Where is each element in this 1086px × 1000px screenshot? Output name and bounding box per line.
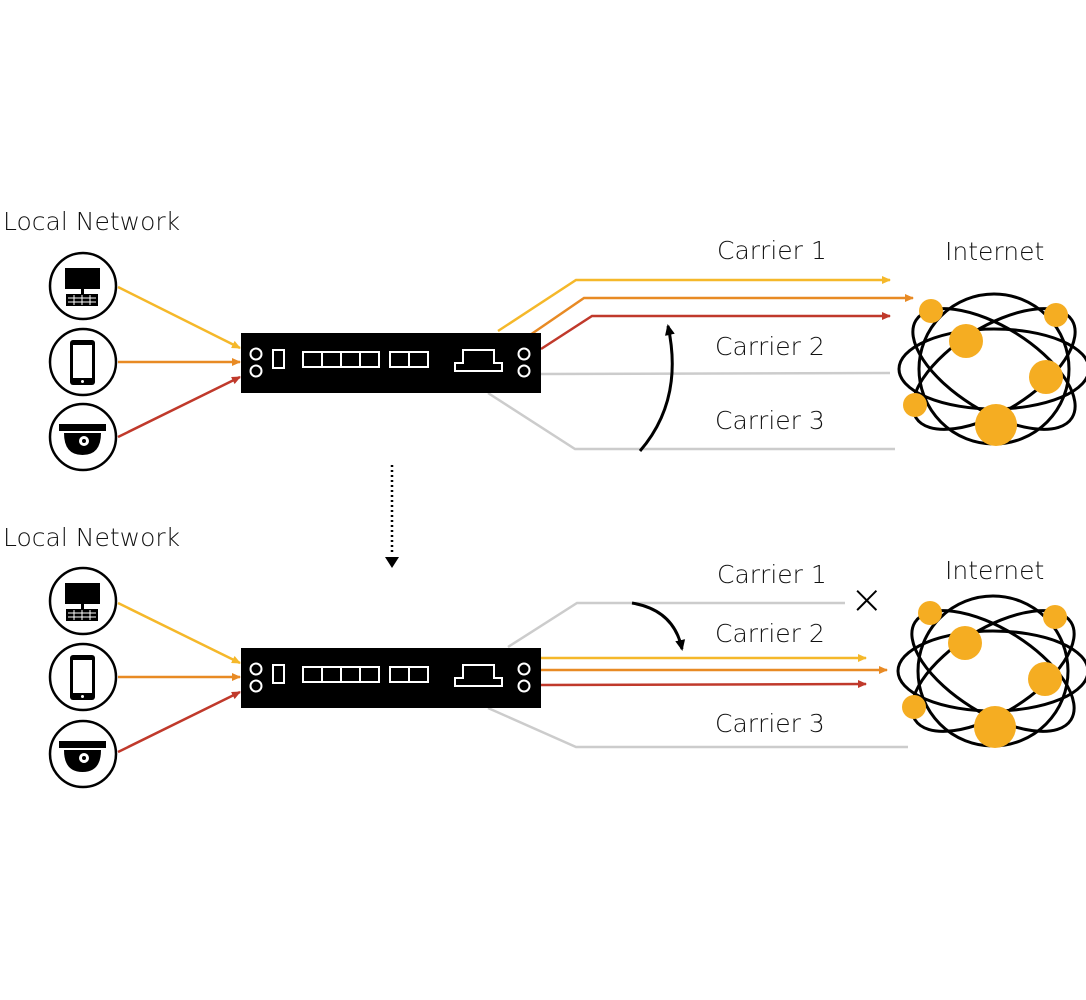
top-local-network-label: Local Network [3, 207, 180, 236]
bottom-computer-icon [48, 566, 118, 636]
top-carrier1-red-path [540, 312, 891, 351]
top-carrier3-line [487, 391, 895, 451]
bottom-input-arrow-camera [117, 690, 241, 754]
bottom-carrier2-red-path [540, 680, 867, 689]
bottom-local-network-label: Local Network [3, 523, 180, 552]
top-input-arrow-computer [117, 285, 241, 350]
bottom-input-arrow-computer [117, 601, 241, 665]
top-carrier3-label: Carrier 3 [715, 406, 825, 435]
bottom-internet-label: Internet [945, 556, 1044, 585]
bottom-switch-arrow [631, 601, 686, 651]
top-carrier2-label: Carrier 2 [715, 332, 825, 361]
bottom-router [240, 647, 542, 709]
bottom-carrier2-label: Carrier 2 [715, 619, 825, 648]
bottom-carrier1-line [507, 601, 845, 649]
top-internet-label: Internet [945, 237, 1044, 266]
bottom-phone-icon [48, 642, 118, 712]
top-internet-globe-icon [892, 283, 1086, 455]
top-carrier1-label: Carrier 1 [717, 236, 827, 265]
bottom-carrier3-line [487, 706, 908, 749]
bottom-section: Local Network Internet Carrier 1 Carrier… [3, 523, 1086, 789]
bottom-carrier1-fail-icon: × [850, 577, 884, 623]
top-camera-icon [48, 402, 118, 472]
top-carrier1-yellow-path [497, 276, 891, 333]
top-computer-icon [48, 251, 118, 321]
top-carrier2-line [540, 371, 891, 376]
top-router [240, 332, 542, 394]
top-switch-arrow [638, 324, 675, 452]
bottom-camera-icon [48, 719, 118, 789]
top-phone-icon [48, 327, 118, 397]
top-input-arrow-camera [117, 375, 241, 439]
transition-arrow-icon [385, 557, 399, 568]
bottom-carrier3-label: Carrier 3 [715, 709, 825, 738]
top-carrier1-orange-path [529, 294, 914, 337]
bottom-internet-globe-icon [891, 585, 1086, 757]
top-section: Local Network Internet Carrier 1 Carrier… [3, 207, 1086, 472]
bottom-carrier1-label: Carrier 1 [717, 560, 827, 589]
